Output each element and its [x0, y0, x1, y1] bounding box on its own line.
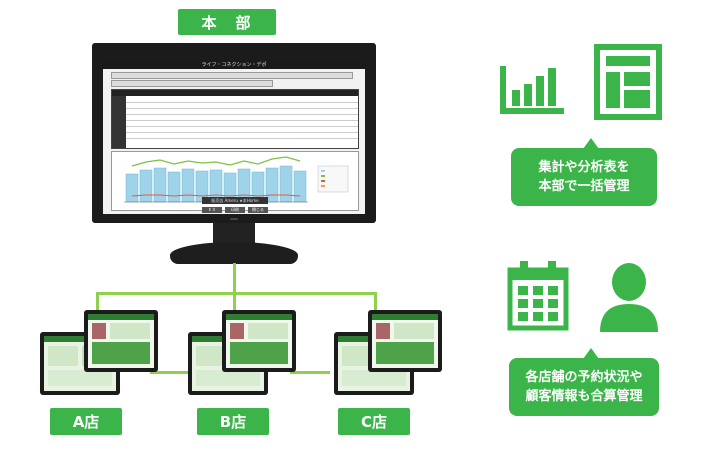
print-button[interactable]: 印刷 — [225, 207, 245, 213]
feature-1-line-2: 本部で一括管理 — [538, 179, 630, 194]
connector-drop-b — [233, 292, 236, 314]
connector-drop-c — [374, 292, 377, 314]
connector-trunk — [233, 263, 236, 294]
feature-2-line-2: 顧客情報も合算管理 — [525, 389, 643, 404]
calendar-icon — [507, 261, 569, 331]
feature-1-line-1: 集計や分析表を — [538, 160, 630, 175]
data-table — [111, 89, 359, 149]
app-title: ライフ・コネクション・デポ — [201, 62, 267, 68]
footer-caption: 販売店 Ameru ★本Home — [202, 197, 268, 204]
bar-chart-icon — [500, 66, 564, 114]
ex-button[interactable]: ＥＸ — [202, 207, 222, 213]
feature-2-line-1: 各店舗の予約状況や — [525, 370, 643, 385]
connector-drop-a — [96, 292, 99, 314]
connector-horizontal — [96, 292, 377, 295]
store-c-label: C店 — [338, 408, 410, 435]
store-a-label: A店 — [50, 408, 122, 435]
feature-1-bubble: 集計や分析表を 本部で一括管理 — [511, 138, 657, 206]
monitor-screen: ライフ・コネクション・デポ — [103, 60, 365, 214]
table-layout-icon — [594, 44, 662, 120]
person-icon — [600, 263, 658, 332]
store-b-label: B店 — [197, 408, 269, 435]
store-link-bc — [290, 371, 330, 374]
store-link-ab — [150, 371, 190, 374]
monitor-base — [170, 242, 298, 264]
mini-chart-graphic — [124, 156, 349, 203]
feature-2-bubble: 各店舗の予約状況や 顧客情報も合算管理 — [509, 348, 659, 416]
close-button[interactable]: 閉じる — [248, 207, 268, 213]
headquarters-label: 本 部 — [178, 9, 276, 35]
monitor-stand — [213, 223, 255, 245]
